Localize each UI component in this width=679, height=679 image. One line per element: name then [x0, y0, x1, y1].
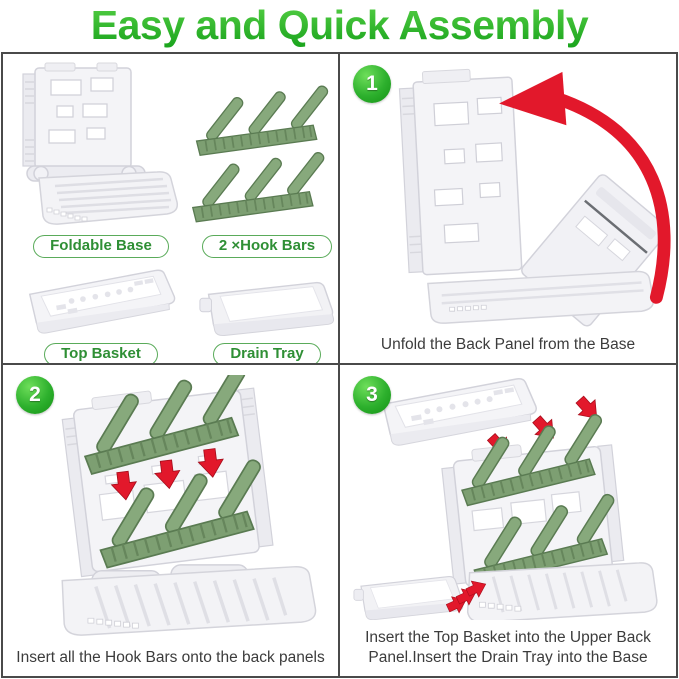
instruction-grid: Foldable Base 2 ×Hook Bars Top Basket: [1, 52, 678, 678]
part-label-top-basket: Top Basket: [44, 343, 158, 363]
step-1-illustration: [398, 69, 671, 327]
part-foldable-base: Foldable Base: [11, 60, 191, 258]
drain-tray-floating: [352, 575, 463, 620]
curved-arrow-icon: [498, 72, 671, 305]
step-1-panel: 1: [340, 54, 676, 365]
foldable-base-image: [22, 62, 179, 225]
parts-panel: Foldable Base 2 ×Hook Bars Top Basket: [3, 54, 340, 365]
part-label-hook-bars: 2 ×Hook Bars: [201, 235, 333, 258]
step-1-caption: Unfold the Back Panel from the Base: [380, 335, 636, 353]
step-1-badge: 1: [353, 65, 391, 103]
step-2-illustration-area: [3, 365, 338, 648]
part-label-drain-tray: Drain Tray: [213, 343, 321, 363]
step-2-illustration: [61, 375, 317, 637]
top-basket-floating: [381, 377, 537, 446]
step-3-caption: Insert the Top Basket into the Upper Bac…: [365, 629, 651, 666]
step-2-panel: 2: [3, 365, 340, 676]
part-top-basket: Top Basket: [11, 262, 191, 363]
step-2-caption: Insert all the Hook Bars onto the back p…: [16, 648, 325, 666]
step-3-illustration: [352, 377, 658, 620]
step-2-badge: 2: [16, 376, 54, 414]
step-3-illustration-area: [340, 365, 676, 628]
part-hook-bars: 2 ×Hook Bars: [191, 60, 338, 258]
step-1-illustration-area: [340, 54, 676, 335]
step-3-panel: 3: [340, 365, 676, 676]
page-title: Easy and Quick Assembly: [0, 0, 679, 52]
part-label-foldable-base: Foldable Base: [33, 235, 169, 258]
part-drain-tray: Drain Tray: [191, 262, 338, 363]
drain-tray-image: [199, 281, 335, 337]
step-3-badge: 3: [353, 376, 391, 414]
hook-bars-image: [191, 83, 331, 223]
top-basket-image: [29, 269, 176, 334]
